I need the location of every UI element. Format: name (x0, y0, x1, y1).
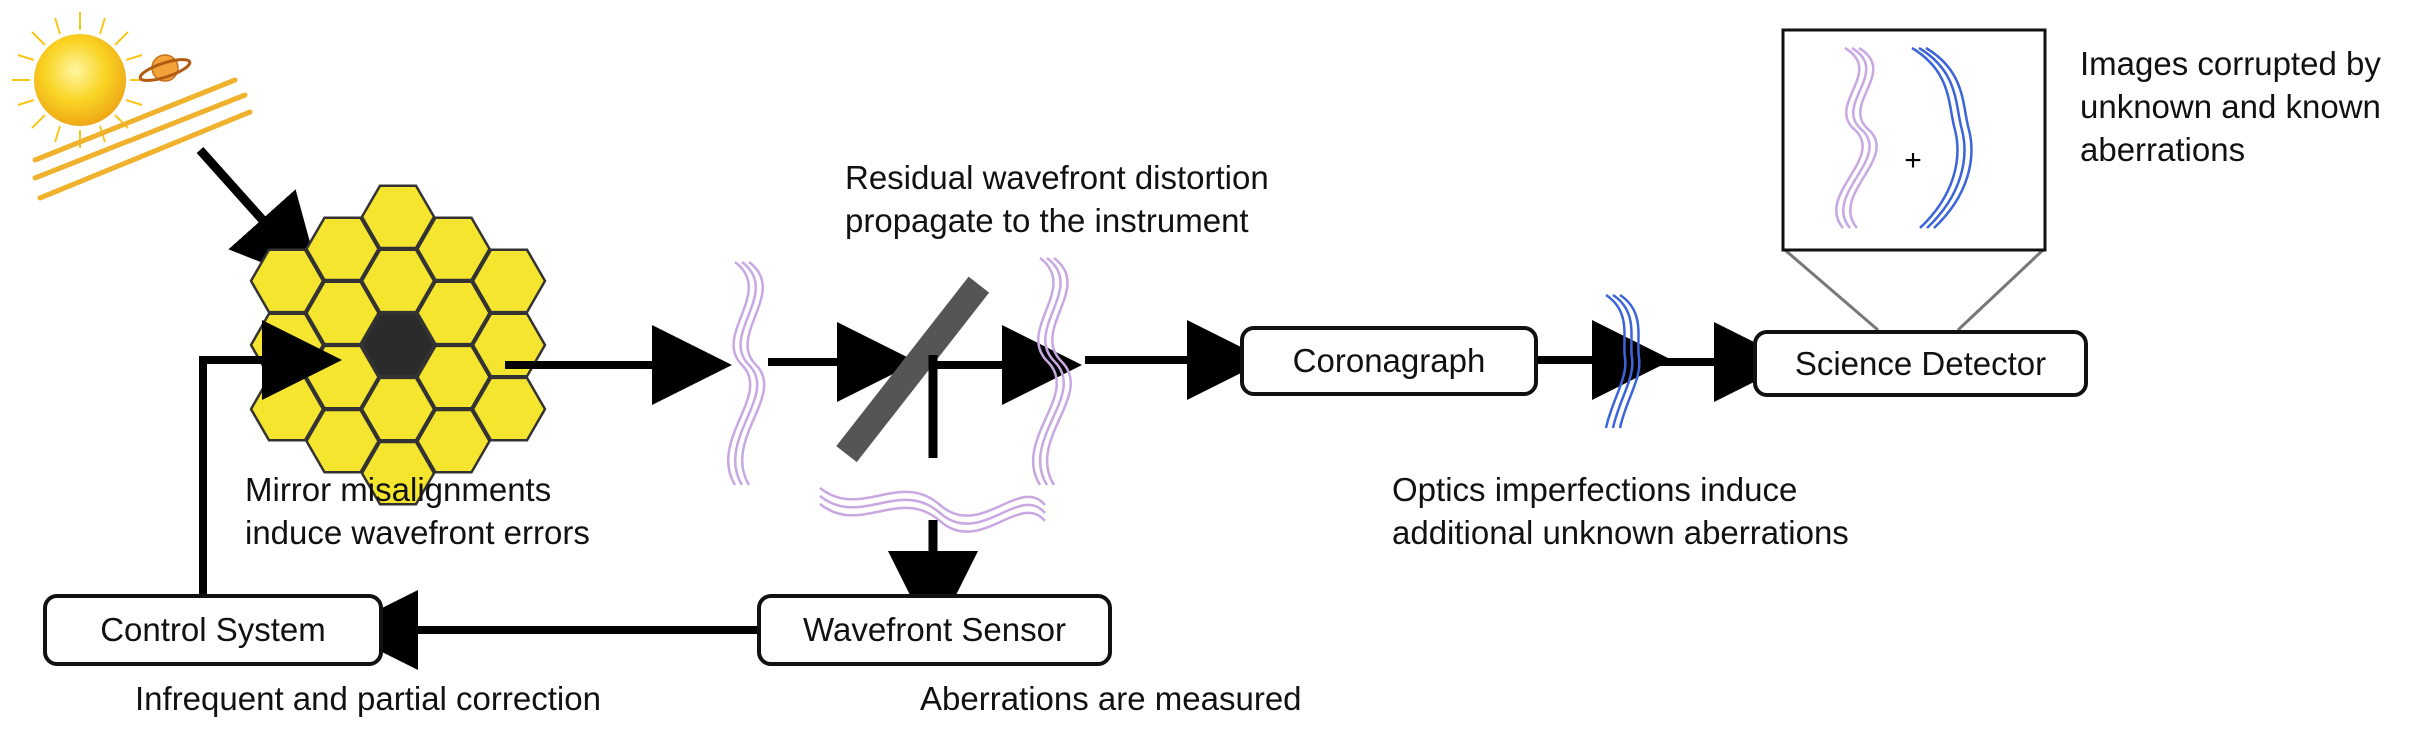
mirror-segment (416, 280, 491, 346)
optics-imperfections-note: Optics imperfections induce additional u… (1392, 468, 1849, 554)
correction-text: Infrequent and partial correction (135, 680, 601, 717)
wavefront-icon (727, 261, 766, 486)
mirror-segment (416, 344, 491, 410)
mirror-line-1: Mirror misalignments (245, 471, 552, 508)
images-line-2: unknown and known (2080, 88, 2381, 125)
science-detector-label: Science Detector (1794, 344, 2047, 382)
saturn-icon (138, 54, 192, 82)
segmented-mirror-icon (249, 184, 547, 506)
wavefront-sensor-label: Wavefront Sensor (803, 611, 1066, 648)
wavefront-icon (1032, 257, 1072, 486)
mirror-segment (360, 184, 436, 250)
optics-line-1: Optics imperfections induce (1392, 471, 1798, 508)
measured-text: Aberrations are measured (920, 680, 1302, 717)
wavefront-icon (1911, 46, 1973, 229)
wavefront-icon (1835, 46, 1878, 229)
mirror-segment (416, 216, 491, 282)
mirror-segment (249, 248, 325, 314)
residual-distortion-note: Residual wavefront distortion propagate … (845, 156, 1269, 242)
image-box (1781, 28, 2047, 252)
mirror-segment (360, 440, 436, 506)
mirror-segment (416, 408, 491, 474)
sun-icon (12, 12, 148, 148)
arrow-light-to-mirror (196, 146, 323, 287)
mirror-segment (305, 216, 380, 282)
images-line-1: Images corrupted by (2080, 45, 2381, 82)
wavefront-sensor-box[interactable]: Wavefront Sensor (757, 594, 1112, 666)
measured-note: Aberrations are measured (920, 677, 1302, 720)
zoom-line-left (1784, 248, 1879, 332)
beamsplitter-icon (836, 276, 990, 463)
coronagraph-label: Coronagraph (1292, 342, 1486, 379)
mirror-misalignment-note: Mirror misalignments induce wavefront er… (245, 468, 590, 554)
mirror-segment (305, 408, 380, 474)
control-system-box[interactable]: Control System (43, 594, 383, 666)
images-corrupted-note: Images corrupted by unknown and known ab… (2080, 42, 2381, 171)
plus-sign: + (1904, 144, 1922, 177)
wavefront-icon (819, 487, 1046, 533)
correction-note: Infrequent and partial correction (135, 677, 601, 720)
residual-line-2: propagate to the instrument (845, 202, 1249, 239)
coronagraph-box[interactable]: Coronagraph (1240, 326, 1538, 396)
mirror-segment (471, 376, 547, 442)
mirror-segment (471, 312, 547, 378)
residual-line-1: Residual wavefront distortion (845, 159, 1269, 196)
arrow-control-to-mirror (199, 320, 342, 596)
light-rays (32, 77, 253, 201)
images-line-3: aberrations (2080, 131, 2246, 168)
mirror-center-segment (360, 312, 436, 378)
wavefront-icon (1604, 293, 1641, 429)
mirror-segment (471, 248, 547, 314)
control-system-label: Control System (100, 611, 326, 648)
science-detector-box[interactable]: Science Detector (1753, 330, 2088, 397)
mirror-segment (360, 248, 436, 314)
zoom-line-right (1956, 248, 2045, 332)
mirror-line-2: induce wavefront errors (245, 514, 590, 551)
mirror-segment (360, 376, 436, 442)
optics-line-2: additional unknown aberrations (1392, 514, 1849, 551)
